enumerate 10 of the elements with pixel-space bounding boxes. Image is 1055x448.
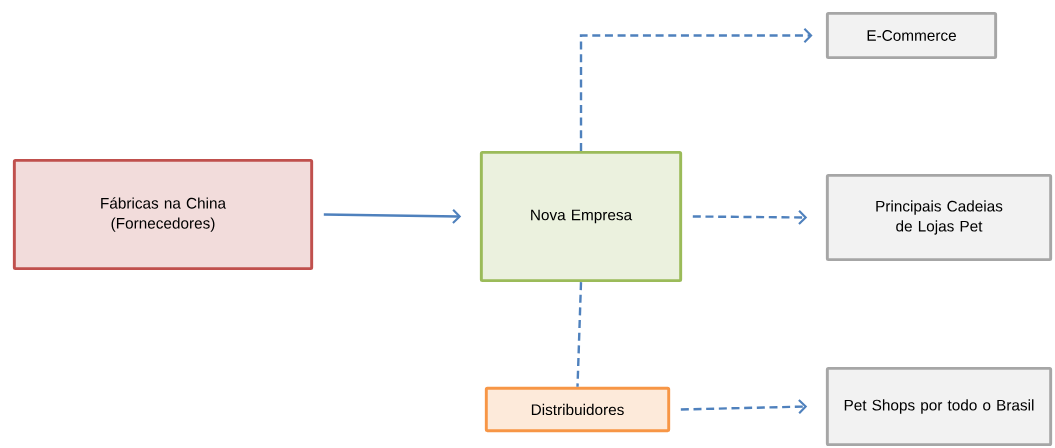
arrow: [323, 208, 462, 224]
channel-box: Pet Shops por todo o Brasil: [825, 366, 1053, 447]
arrow: [680, 399, 808, 415]
supplier-box: Fábricas na China (Fornecedores): [12, 158, 314, 271]
company-box: Nova Empresa: [479, 150, 683, 283]
channel-box: E-Commerce: [825, 11, 998, 60]
arrow: [579, 28, 813, 151]
channel-box: Principais Cadeias de Lojas Pet: [825, 173, 1053, 262]
distributor-box: Distribuidores: [484, 386, 671, 433]
arrow: [692, 210, 808, 225]
